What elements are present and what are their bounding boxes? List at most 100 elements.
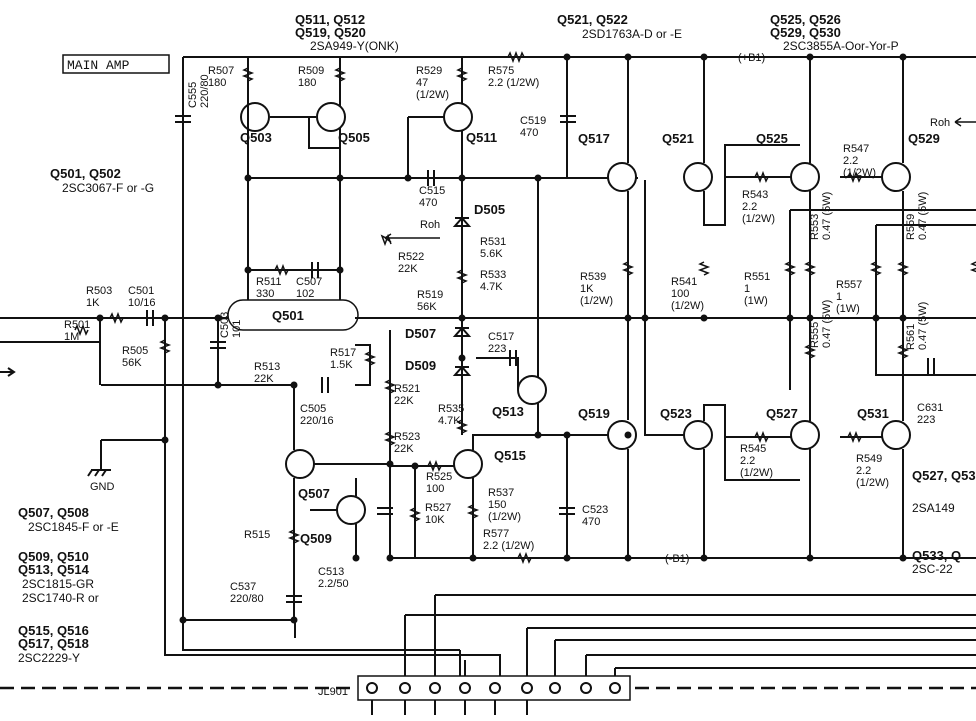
label-q519: Q519	[578, 406, 610, 421]
component-r559-line-1: 0.47 (5W)	[917, 192, 929, 240]
component-r557-line-0: R557	[836, 279, 862, 291]
component-c505-line-0: C505	[300, 403, 326, 415]
resistor-symbols	[74, 50, 976, 565]
component-r561-line-1: 0.47 (5W)	[917, 302, 929, 350]
q527-transistor-symbol	[790, 420, 820, 450]
component-c515-line-1: 470	[419, 197, 437, 209]
label-q523: Q523	[660, 406, 692, 421]
component-r543-line-0: R543	[742, 189, 768, 201]
component-r529-line-2: (1/2W)	[416, 89, 449, 101]
q521-transistor-symbol	[683, 162, 713, 192]
component-c631-line-0: C631	[917, 402, 943, 414]
component-r549-line-0: R549	[856, 453, 882, 465]
component-r522-line-0: R522	[398, 251, 424, 263]
label-q519-q520: Q519, Q520	[295, 25, 366, 40]
component-c523-line-0: C523	[582, 504, 608, 516]
label-gnd: GND	[90, 481, 115, 493]
component-r539-line-2: (1/2W)	[580, 295, 613, 307]
component-c517-line-0: C517	[488, 331, 514, 343]
junction-dots	[96, 53, 907, 624]
component-c501-line-1: 10/16	[128, 297, 156, 309]
component-r557-line-1: 1	[836, 291, 842, 303]
label-positive-rail: (+B1)	[738, 52, 765, 64]
label-q529: Q529	[908, 131, 940, 146]
component-r551-line-0: R551	[744, 271, 770, 283]
component-r551-line-1: 1	[744, 283, 750, 295]
connector-pins	[366, 682, 621, 694]
label-q509-type-2: 2SC1740-R or	[22, 591, 99, 605]
label-jl901: JL901	[318, 686, 348, 698]
component-r519-line-0: R519	[417, 289, 443, 301]
label-q513: Q513	[492, 404, 524, 419]
component-r541-line-2: (1/2W)	[671, 300, 704, 312]
q511-transistor-symbol	[443, 102, 473, 132]
label-q525-q526: Q525, Q526	[770, 12, 841, 27]
label-q515-q516: Q515, Q516	[18, 623, 89, 638]
component-c555-line-1: 220/80	[199, 74, 211, 108]
component-c555-line-0: C555	[187, 82, 199, 108]
component-r537-line-1: 150	[488, 499, 506, 511]
label-q501: Q501	[272, 308, 304, 323]
roh-arrow-right	[954, 117, 976, 127]
component-c503-line-0: C503	[219, 312, 231, 338]
component-r537-line-0: R537	[488, 487, 514, 499]
label-q501-q502: Q501, Q502	[50, 166, 121, 181]
component-r509-line-0: R509	[298, 65, 324, 77]
component-r543-line-1: 2.2	[742, 201, 757, 213]
component-r537-line-2: (1/2W)	[488, 511, 521, 523]
left-supply-line	[182, 57, 460, 651]
component-r519-line-1: 56K	[417, 301, 437, 313]
component-r523-line-1: 22K	[394, 443, 414, 455]
label-q507-type: 2SC1845-F or -E	[28, 520, 119, 534]
component-r541-line-0: R541	[671, 276, 697, 288]
component-r511-line-1: 330	[256, 288, 274, 300]
component-r545-line-0: R545	[740, 443, 766, 455]
component-r551-line-2: (1W)	[744, 295, 768, 307]
q507-transistor-symbol	[285, 449, 315, 479]
capacitor-symbols	[146, 115, 935, 603]
label-q501-type: 2SC3067-F or -G	[62, 181, 154, 195]
component-r553-line-1: 0.47 (5W)	[821, 192, 833, 240]
component-c537-line-0: C537	[230, 581, 256, 593]
component-r547-line-0: R547	[843, 143, 869, 155]
component-r529-line-1: 47	[416, 77, 428, 89]
component-r561-line-0: R561	[905, 324, 917, 350]
label-q533-type: 2SC-22	[912, 562, 953, 576]
component-r501-line-1: 1M	[64, 331, 79, 343]
component-r525-line-0: R525	[426, 471, 452, 483]
component-r555-line-0: R555	[809, 322, 821, 348]
component-r557-line-2: (1W)	[836, 303, 860, 315]
component-r535-line-1: 4.7K	[438, 415, 461, 427]
label-q529-q530: Q529, Q530	[770, 25, 841, 40]
q519-transistor-symbol	[607, 420, 637, 450]
component-r555-line-1: 0.47 (5W)	[821, 300, 833, 348]
component-r545-line-2: (1/2W)	[740, 467, 773, 479]
component-c507-line-1: 102	[296, 288, 314, 300]
label-q505: Q505	[338, 130, 370, 145]
label-q525-type: 2SC3855A-Oor-Yor-P	[783, 39, 899, 53]
component-r507-line-1: 180	[208, 77, 226, 89]
component-c513-line-1: 2.2/50	[318, 578, 349, 590]
label-q509-q510: Q509, Q510	[18, 549, 89, 564]
q523-transistor-symbol	[683, 420, 713, 450]
component-c501-line-0: C501	[128, 285, 154, 297]
component-r535-line-0: R535	[438, 403, 464, 415]
q515-transistor-symbol	[453, 449, 483, 479]
component-r577-line-1: 2.2 (1/2W)	[483, 540, 534, 552]
component-c519-line-0: C519	[520, 115, 546, 127]
component-c517-line-1: 223	[488, 343, 506, 355]
component-c537-line-1: 220/80	[230, 593, 264, 605]
q513-transistor-symbol	[517, 375, 547, 405]
component-c523-line-1: 470	[582, 516, 600, 528]
component-r501-line-0: R501	[64, 319, 90, 331]
diode-symbols	[452, 216, 472, 376]
component-r527-line-0: R527	[425, 502, 451, 514]
label-q525: Q525	[756, 131, 788, 146]
component-r533-line-1: 4.7K	[480, 281, 503, 293]
component-r539-line-0: R539	[580, 271, 606, 283]
label-q517: Q517	[578, 131, 610, 146]
